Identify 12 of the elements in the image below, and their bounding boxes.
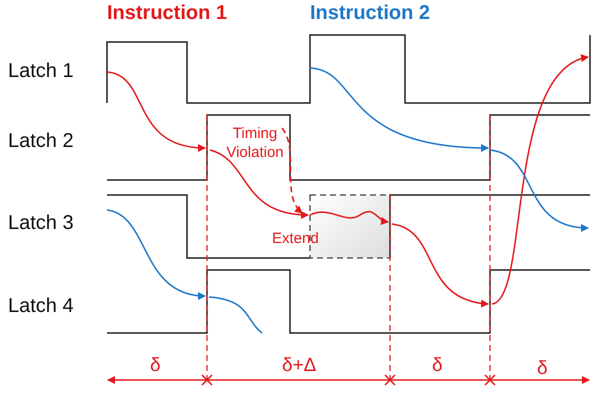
dimension-label: δ+Δ bbox=[282, 355, 316, 377]
instruction-label: Instruction 2 bbox=[310, 2, 430, 25]
latch-label: Latch 3 bbox=[8, 212, 74, 235]
annotation-text: Timing Violation bbox=[225, 124, 285, 162]
instruction-label: Instruction 1 bbox=[107, 2, 228, 25]
latch-label: Latch 2 bbox=[8, 130, 74, 153]
dimension-label: δ bbox=[150, 355, 161, 377]
latch-label: Latch 1 bbox=[8, 60, 74, 83]
annotation-text: Extend bbox=[272, 230, 319, 247]
latch-label: Latch 4 bbox=[8, 295, 74, 318]
dimension-label: δ bbox=[432, 355, 443, 377]
dimension-label: δ bbox=[537, 358, 548, 380]
